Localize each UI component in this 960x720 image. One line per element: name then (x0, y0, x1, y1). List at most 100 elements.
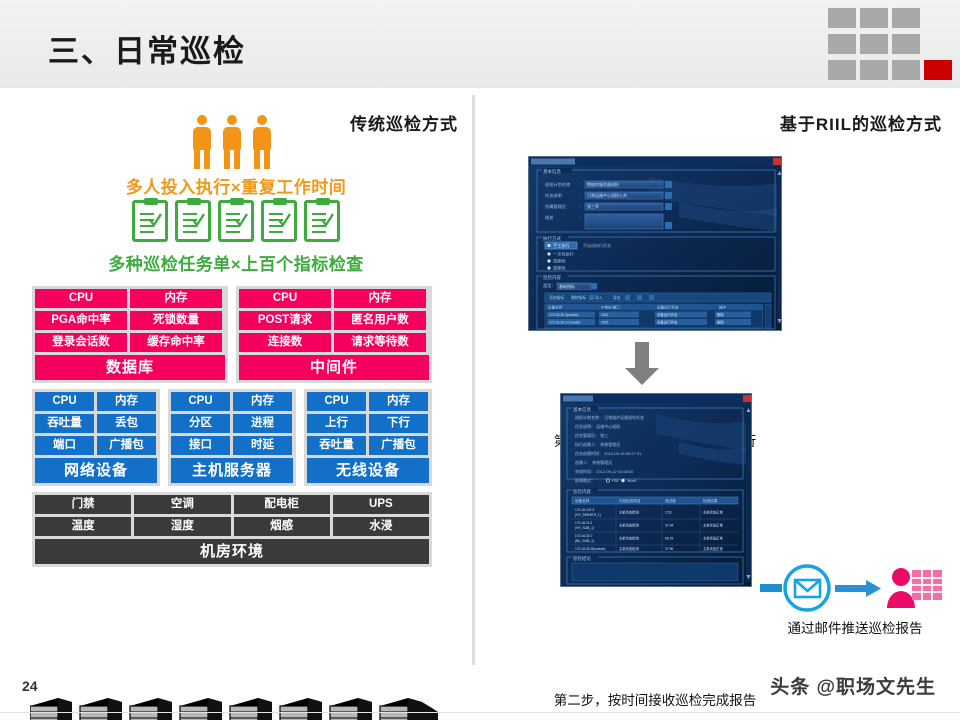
metric-cell: 时延 (233, 436, 292, 455)
deco-square (860, 60, 888, 80)
people-icon-group (190, 115, 274, 169)
inspection-task-dialog-screenshot[interactable]: 基本信息 巡检计划名称任务说明 所属管理员描述 ：：：： 数据库服务器巡检 日常… (528, 156, 782, 331)
svg-text:Word: Word (627, 479, 636, 483)
deco-square (892, 8, 920, 28)
svg-text:主机状态正常: 主机状态正常 (703, 536, 723, 541)
svg-text:删除: 删除 (717, 312, 724, 317)
metric-cell: 内存 (334, 289, 426, 308)
person-icon (250, 115, 274, 169)
svg-text:设备运行状态: 设备运行状态 (657, 305, 679, 310)
metric-cell: 温度 (35, 517, 132, 536)
svg-text:巡检计划名称: 巡检计划名称 (545, 181, 570, 188)
metric-group-label: 网络设备 (35, 458, 157, 483)
svg-text:描述: 描述 (545, 214, 554, 221)
check-icon (192, 213, 205, 228)
svg-text:172.16.30.17(oracle): 172.16.30.17(oracle) (549, 321, 580, 325)
svg-text:基本信息: 基本信息 (543, 168, 561, 175)
svg-text:(BC_SUB_1): (BC_SUB_1) (575, 539, 594, 543)
metric-cell: 进程 (233, 414, 292, 433)
svg-text:1521: 1521 (601, 313, 609, 317)
metric-stack: CPU 内存 PGA命中率 死锁数量 登录会话数 缓存命中率 数据库 CPU 内… (32, 286, 432, 573)
svg-text:导入: 导入 (595, 295, 603, 300)
metric-group-network: CPU 内存 吞吐量 丢包 端口 广播包 网络设备 (32, 389, 160, 486)
metric-group-middleware: CPU 内存 POST请求 匿名用户数 连接数 请求等待数 中间件 (236, 286, 432, 383)
deco-square (828, 8, 856, 28)
clipboard-icon (304, 198, 340, 242)
svg-text:巡检内容: 巡检内容 (573, 488, 591, 495)
svg-text:：: ： (579, 193, 583, 198)
metric-cell: 湿度 (134, 517, 231, 536)
person-icon (220, 115, 244, 169)
svg-text:日常运维中心巡检公共: 日常运维中心巡检公共 (587, 192, 627, 198)
clipboard-icon (218, 198, 254, 242)
svg-text:创建人： 系统管理员: 创建人： 系统管理员 (575, 459, 612, 465)
svg-text:检测结果: 检测结果 (703, 498, 718, 503)
svg-text:主机状态检测: 主机状态检测 (619, 510, 639, 515)
step2-caption: 第二步，按时间接收巡检完成报告 (553, 693, 757, 708)
svg-text:172.16.30.3(oracle): 172.16.30.3(oracle) (549, 313, 578, 317)
metric-cell: 内存 (130, 289, 222, 308)
metric-cell: 匿名用户数 (334, 311, 426, 330)
metric-cell: 吞吐量 (307, 436, 366, 455)
metric-group-row: 门禁 空调 配电柜 UPS 温度 湿度 烟感 水浸 机房环境 (32, 492, 432, 567)
svg-text:172.16.11.2: 172.16.11.2 (575, 521, 592, 525)
left-panel-title: 传统巡检方式 (350, 115, 458, 134)
svg-text:数据库服务器巡检: 数据库服务器巡检 (587, 181, 619, 187)
svg-text:导出: 导出 (613, 295, 621, 300)
svg-text:巡检结论: 巡检结论 (573, 555, 591, 562)
deco-square (860, 8, 888, 28)
svg-text:设备运行状态: 设备运行状态 (657, 320, 678, 325)
metric-cell: 登录会话数 (35, 333, 127, 352)
metric-group-row: CPU 内存 吞吐量 丢包 端口 广播包 网络设备 CPU 内存 分区 进程 (32, 389, 432, 486)
watermark: 头条 @职场文先生 (770, 677, 936, 698)
header-decoration-grid (828, 8, 952, 80)
check-icon (321, 213, 334, 228)
metric-cell: 内存 (369, 392, 428, 411)
svg-text:主机状态检测: 主机状态检测 (619, 546, 639, 551)
svg-text:任务说明: 任务说明 (545, 192, 562, 199)
clipboard-icon (132, 198, 168, 242)
svg-text:删除指标: 删除指标 (571, 295, 586, 300)
arrow-right-icon (835, 580, 881, 597)
svg-text:删除: 删除 (717, 320, 724, 325)
svg-text:基础指标: 基础指标 (559, 283, 575, 289)
svg-text:：: ： (579, 182, 583, 187)
clipboard-caption: 多种巡检任务单×上百个指标检查 (108, 255, 364, 274)
svg-text:主机状态正常: 主机状态正常 (703, 523, 723, 528)
svg-text:88.15: 88.15 (665, 537, 673, 541)
clipboard-icon (175, 198, 211, 242)
people-caption: 多人投入执行×重复工作时间 (125, 178, 347, 197)
metric-cell: PGA命中率 (35, 311, 127, 330)
metric-cell: 水浸 (332, 517, 429, 536)
metric-group-wireless: CPU 内存 上行 下行 吞吐量 广播包 无线设备 (304, 389, 432, 486)
metric-group-label: 数据库 (35, 355, 225, 380)
svg-text:(HY_SERVER_1): (HY_SERVER_1) (575, 513, 601, 517)
svg-text:手工执行: 手工执行 (553, 242, 570, 249)
svg-text:：: ： (579, 204, 583, 209)
svg-text:37.96: 37.96 (665, 547, 673, 551)
metric-cell: CPU (307, 392, 366, 411)
deco-square (892, 34, 920, 54)
metric-cell: UPS (332, 495, 429, 514)
metric-cell: 配电柜 (233, 495, 330, 514)
metric-cell: 连接数 (239, 333, 331, 352)
metric-group-label: 无线设备 (307, 458, 429, 483)
check-icon (278, 213, 291, 228)
svg-text:测试值: 测试值 (665, 498, 676, 503)
metric-cell: 死锁数量 (130, 311, 222, 330)
svg-text:：: ： (579, 215, 583, 220)
svg-text:任务说明： 运维中心巡检: 任务说明： 运维中心巡检 (575, 423, 620, 429)
deco-square (828, 60, 856, 80)
mail-push-block: 通过邮件推送巡检报告 (760, 558, 960, 668)
svg-text:任务创建时间： 2012-09-15 09:27:31: 任务创建时间： 2012-09-15 09:27:31 (575, 450, 642, 456)
metric-group-label: 中间件 (239, 355, 429, 380)
inspection-report-dialog-screenshot[interactable]: 基本信息 巡检计划名称： 日常维护运维巡检任务 任务说明： 运维中心巡检 任务管… (560, 393, 752, 587)
metric-group-host: CPU 内存 分区 进程 接口 时延 主机服务器 (168, 389, 296, 486)
metric-cell: CPU (35, 392, 94, 411)
clipboard-icon (261, 198, 297, 242)
svg-text:主机状态检测: 主机状态检测 (619, 536, 639, 541)
svg-text:执行创建人： 系统管理员: 执行创建人： 系统管理员 (575, 441, 620, 447)
svg-text:周期性: 周期性 (553, 258, 566, 265)
check-icon (235, 213, 248, 228)
svg-text:巡检计划名称： 日常维护运维巡检任务: 巡检计划名称： 日常维护运维巡检任务 (575, 414, 644, 420)
